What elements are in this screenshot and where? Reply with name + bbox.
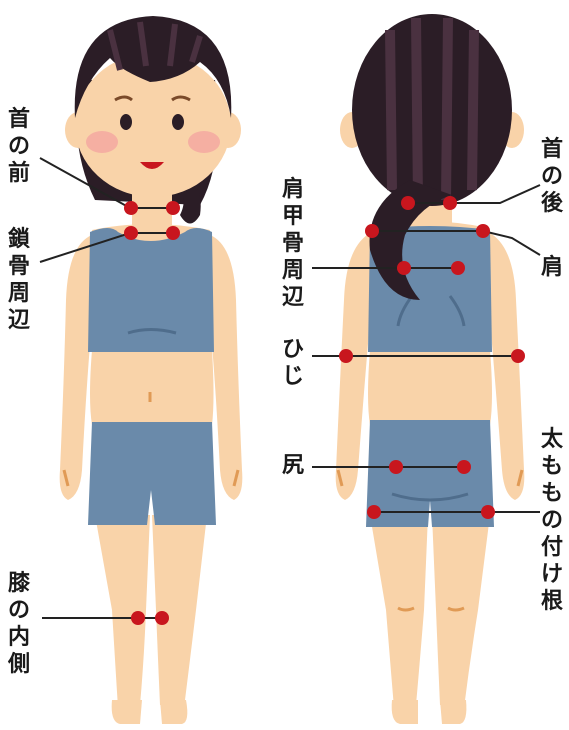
marker-shoulder-right: [476, 224, 490, 238]
marker-thigh-base-left: [367, 505, 381, 519]
back-right-arm: [488, 232, 524, 500]
marker-inner-knee-right: [155, 611, 169, 625]
back-left-leg: [370, 515, 428, 708]
back-head-hair: [352, 14, 512, 206]
label-buttocks: 尻: [280, 452, 306, 479]
back-figure: [336, 14, 525, 724]
label-thigh-base: 太ももの付け根: [539, 426, 565, 615]
marker-shoulder-blade-left: [397, 261, 411, 275]
front-left-leg: [95, 515, 150, 708]
marker-shoulder-blade-right: [451, 261, 465, 275]
front-right-cheek: [188, 131, 220, 153]
label-shoulder-blade: 肩甲骨周辺: [280, 176, 306, 311]
label-neck-front: 首の前: [6, 106, 32, 187]
label-collarbone: 鎖骨周辺: [6, 226, 32, 334]
front-left-eye: [120, 114, 132, 130]
marker-collarbone-left: [124, 226, 138, 240]
marker-buttocks-left: [389, 460, 403, 474]
back-shorts: [366, 420, 494, 527]
marker-thigh-base-right: [481, 505, 495, 519]
marker-neck-front-right: [166, 201, 180, 215]
label-neck-back: 首の後: [539, 136, 565, 217]
marker-inner-knee-left: [131, 611, 145, 625]
label-shoulder: 肩: [539, 254, 565, 281]
front-left-arm: [60, 235, 92, 500]
front-left-foot: [112, 700, 142, 724]
front-right-arm: [210, 235, 242, 500]
front-crop-top: [88, 228, 214, 352]
marker-buttocks-right: [457, 460, 471, 474]
marker-neck-back-right: [443, 196, 457, 210]
back-left-arm: [336, 232, 372, 500]
front-right-eye: [172, 114, 184, 130]
back-left-foot: [392, 700, 418, 724]
back-right-leg: [432, 515, 490, 708]
marker-neck-front-left: [124, 201, 138, 215]
marker-shoulder-left: [365, 224, 379, 238]
front-shorts: [88, 422, 216, 525]
front-right-foot: [160, 700, 187, 724]
label-inner-knee: 膝の内側: [6, 570, 32, 678]
back-right-foot: [440, 700, 466, 724]
marker-elbow-right: [511, 349, 525, 363]
label-elbow: ひじ: [280, 336, 306, 390]
marker-neck-back-left: [401, 196, 415, 210]
marker-elbow-left: [339, 349, 353, 363]
front-left-cheek: [86, 131, 118, 153]
marker-collarbone-right: [166, 226, 180, 240]
